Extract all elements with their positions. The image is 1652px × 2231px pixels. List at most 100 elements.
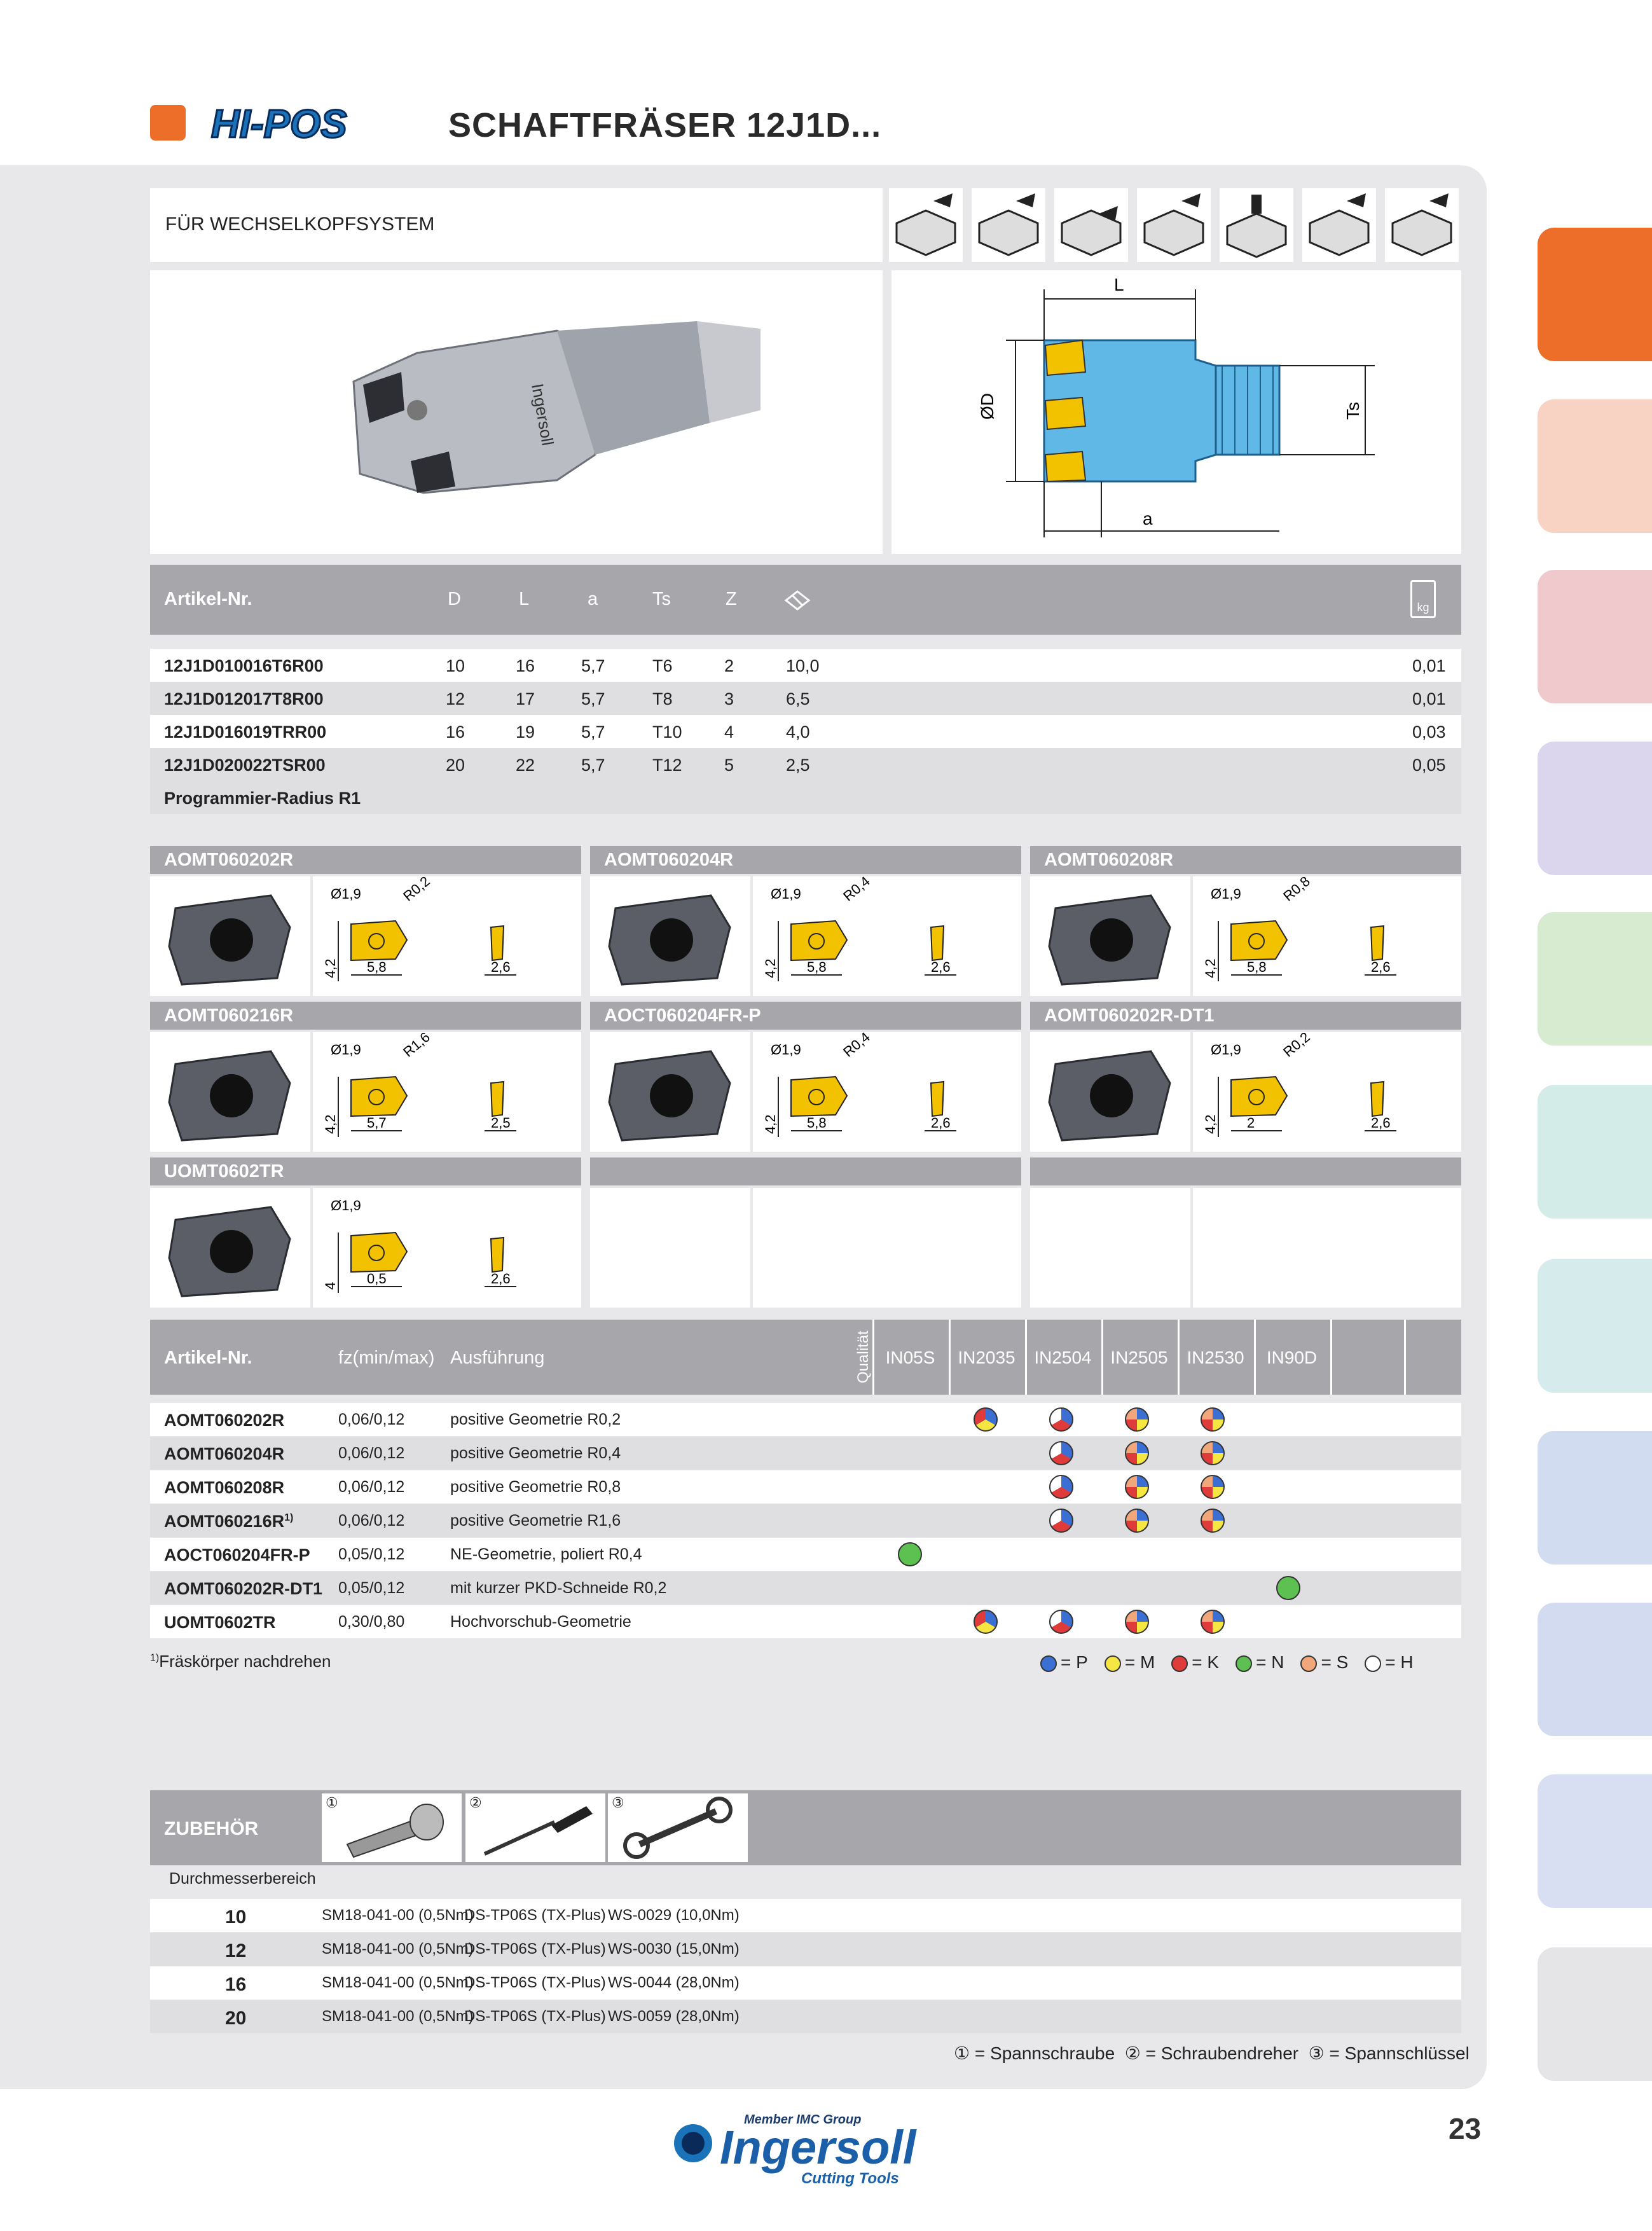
grade-cell-art: AOMT060202R-DT1 bbox=[164, 1579, 323, 1598]
grade-row: AOMT060216R1) 0,06/0,12 positive Geometrie… bbox=[150, 1504, 1461, 1537]
insert-dim-dia: Ø1,9 bbox=[331, 886, 361, 902]
accessory-cell-screw: SM18-041-00 (0,5Nm) bbox=[322, 1907, 474, 1924]
insert-image bbox=[150, 1188, 310, 1308]
grade-cell-ausf: positive Geometrie R0,4 bbox=[450, 1444, 621, 1462]
insert-title: UOMT0602TR bbox=[150, 1157, 581, 1185]
legend-item: = M bbox=[1104, 1652, 1155, 1672]
accessory-cell-screw: SM18-041-00 (0,5Nm) bbox=[322, 1974, 474, 1991]
accessories-title: ZUBEHÖR bbox=[164, 1818, 259, 1839]
screw-image: ① bbox=[322, 1793, 462, 1862]
product-photo: Ingersoll bbox=[150, 270, 883, 554]
grade-availability-dot bbox=[1125, 1610, 1149, 1634]
grade-availability-dot bbox=[1049, 1509, 1073, 1533]
grade-availability-dot bbox=[1049, 1407, 1073, 1432]
insert-dim-r: R1,6 bbox=[400, 1032, 433, 1060]
insert-dim-h: 4,2 bbox=[762, 958, 778, 978]
insert-dim-h: 4,2 bbox=[322, 958, 338, 978]
side-tab-shank-mills[interactable] bbox=[1538, 228, 1652, 361]
side-tab-7[interactable] bbox=[1538, 1259, 1652, 1393]
accessory-cell-key: WS-0030 (15,0Nm) bbox=[608, 1940, 740, 1958]
product-cell-L: 19 bbox=[516, 722, 535, 742]
grade-col: IN2035 bbox=[949, 1320, 1022, 1395]
insert-title: AOMT060202R-DT1 bbox=[1030, 1002, 1461, 1030]
grade-col: IN2504 bbox=[1025, 1320, 1099, 1395]
side-tab-4[interactable] bbox=[1538, 742, 1652, 875]
product-cell-art: 12J1D010016T6R00 bbox=[164, 656, 324, 675]
grade-cell-ausf: positive Geometrie R0,2 bbox=[450, 1411, 621, 1428]
legend-dot bbox=[1040, 1655, 1057, 1672]
product-cell-kg: 0,01 bbox=[1412, 689, 1446, 708]
accessory-cell-key: WS-0029 (10,0Nm) bbox=[608, 1907, 740, 1924]
empty-insert-drawing bbox=[753, 1188, 1021, 1308]
legend-item: = P bbox=[1040, 1652, 1088, 1672]
col-D: D bbox=[448, 589, 461, 609]
grade-cell-art: AOMT060204R bbox=[164, 1444, 285, 1463]
side-tab-11[interactable] bbox=[1538, 1947, 1652, 2081]
insert-dim-dia: Ø1,9 bbox=[331, 1198, 361, 1213]
empty-insert-drawing bbox=[1193, 1188, 1461, 1308]
grade-availability-dot bbox=[1049, 1610, 1073, 1634]
insert-dim-dia: Ø1,9 bbox=[1211, 1042, 1241, 1058]
product-cell-Z: 4 bbox=[724, 722, 734, 742]
page-title: SCHAFTFRÄSER 12J1D... bbox=[448, 106, 882, 144]
side-tab-5[interactable] bbox=[1538, 912, 1652, 1046]
side-tab-10[interactable] bbox=[1538, 1774, 1652, 1908]
grade-availability-dot bbox=[1049, 1475, 1073, 1499]
grade-cell-art: AOMT060216R1) bbox=[164, 1512, 294, 1531]
side-tab-9[interactable] bbox=[1538, 1603, 1652, 1736]
accent-square bbox=[150, 105, 186, 141]
product-cell-a: 5,7 bbox=[581, 756, 605, 775]
grade-cell-ausf: positive Geometrie R1,6 bbox=[450, 1512, 621, 1530]
insert-dim-r: R0,2 bbox=[1280, 1032, 1313, 1060]
grade-cell-art: AOCT060204FR-P bbox=[164, 1545, 310, 1564]
grade-col: IN2530 bbox=[1178, 1320, 1251, 1395]
product-cell-Ts: T6 bbox=[652, 656, 673, 675]
grade-cell-fz: 0,06/0,12 bbox=[338, 1512, 405, 1530]
col-art: Artikel-Nr. bbox=[164, 589, 252, 609]
insert-dim-w: 0,5 bbox=[367, 1271, 387, 1287]
grade-col: IN2505 bbox=[1101, 1320, 1175, 1395]
subtitle: FÜR WECHSELKOPFSYSTEM bbox=[165, 214, 435, 235]
side-tab-2[interactable] bbox=[1538, 399, 1652, 533]
product-cell-rpm: 10,0 bbox=[786, 656, 820, 675]
product-cell-kg: 0,01 bbox=[1412, 656, 1446, 675]
side-tab-3[interactable] bbox=[1538, 570, 1652, 703]
rpm-icon bbox=[784, 590, 811, 611]
grade-availability-dot bbox=[1125, 1475, 1149, 1499]
footer-logo: Member IMC Group Ingersoll Cutting Tools bbox=[674, 2113, 941, 2189]
insert-image bbox=[150, 1032, 310, 1152]
grade-availability-dot bbox=[1125, 1407, 1149, 1432]
drawing-label-Ts: Ts bbox=[1343, 402, 1363, 420]
grade-col-fz: fz(min/max) bbox=[338, 1348, 435, 1368]
subtitle-bar: FÜR WECHSELKOPFSYSTEM bbox=[150, 188, 883, 262]
legend-dot bbox=[1300, 1655, 1318, 1672]
grade-cell-ausf: Hochvorschub-Geometrie bbox=[450, 1613, 631, 1631]
grade-col-ausf: Ausführung bbox=[450, 1348, 545, 1368]
side-tab-6[interactable] bbox=[1538, 1085, 1652, 1219]
grade-col: IN05S bbox=[872, 1320, 946, 1395]
accessory-cell-driver: DS-TP06S (TX-Plus) bbox=[464, 1974, 606, 1991]
insert-image bbox=[1030, 876, 1190, 996]
product-cell-L: 17 bbox=[516, 689, 535, 708]
insert-dim-h: 4 bbox=[322, 1282, 338, 1290]
col-L: L bbox=[519, 589, 530, 609]
legend-item: = N bbox=[1236, 1652, 1284, 1672]
insert-dim-r: R0,4 bbox=[840, 1032, 873, 1060]
product-cell-Z: 3 bbox=[724, 689, 734, 708]
accessory-cell-screw: SM18-041-00 (0,5Nm) bbox=[322, 2008, 474, 2025]
product-cell-D: 20 bbox=[446, 756, 465, 775]
empty-insert-image bbox=[590, 1188, 750, 1308]
side-tab-8[interactable] bbox=[1538, 1431, 1652, 1564]
